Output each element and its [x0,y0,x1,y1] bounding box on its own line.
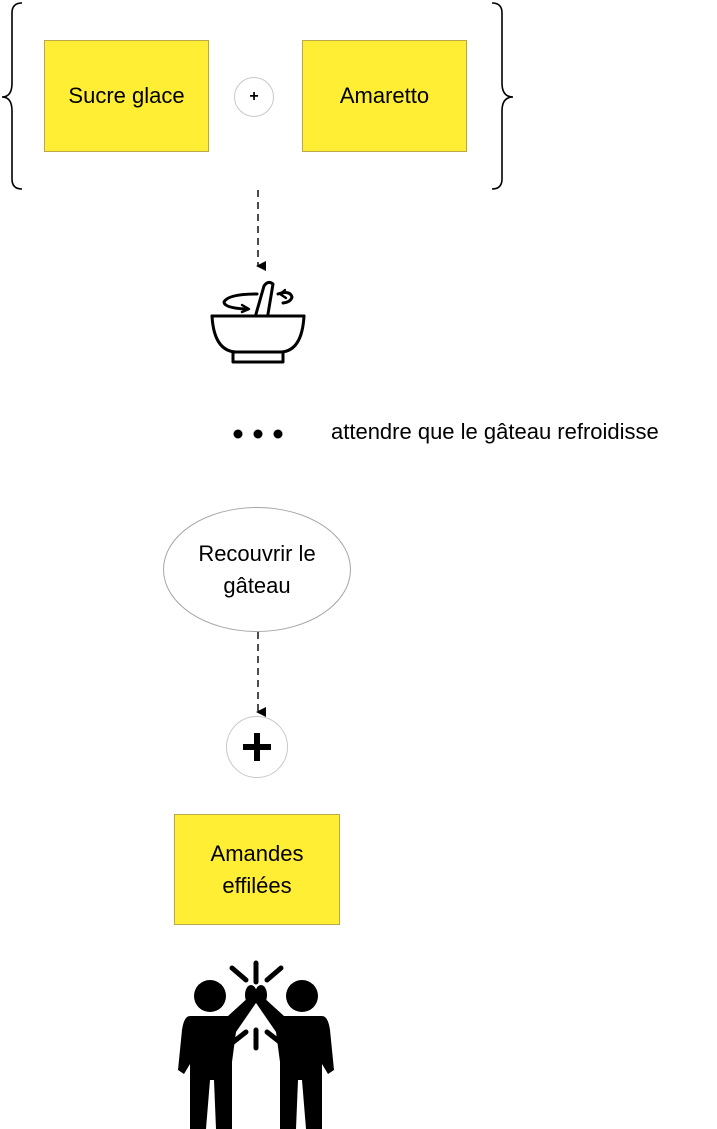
note-amaretto: Amaretto [302,40,467,152]
step-cover-label: Recouvrir le gâteau [198,540,316,598]
mixing-bowl-icon [210,280,306,364]
plus-joiner: + [234,77,274,117]
note-sucre-glace: Sucre glace [44,40,209,152]
ellipsis-icon [233,429,283,439]
note-amandes-effilees: Amandes effilées [174,814,340,925]
add-icon [226,716,288,778]
right-brace [491,2,514,190]
wait-instruction: attendre que le gâteau refroidisse [331,419,659,444]
left-brace [1,2,23,190]
add-icon-glyph [243,733,271,761]
high-five-icon [178,960,334,1129]
note-amaretto-label: Amaretto [339,83,430,108]
note-amandes-effilees-label: Amandes effilées [210,840,304,898]
note-sucre-glace-label: Sucre glace [68,83,185,108]
step-cover-ellipse: Recouvrir le gâteau [163,507,351,632]
plus-joiner-symbol: + [249,88,259,105]
